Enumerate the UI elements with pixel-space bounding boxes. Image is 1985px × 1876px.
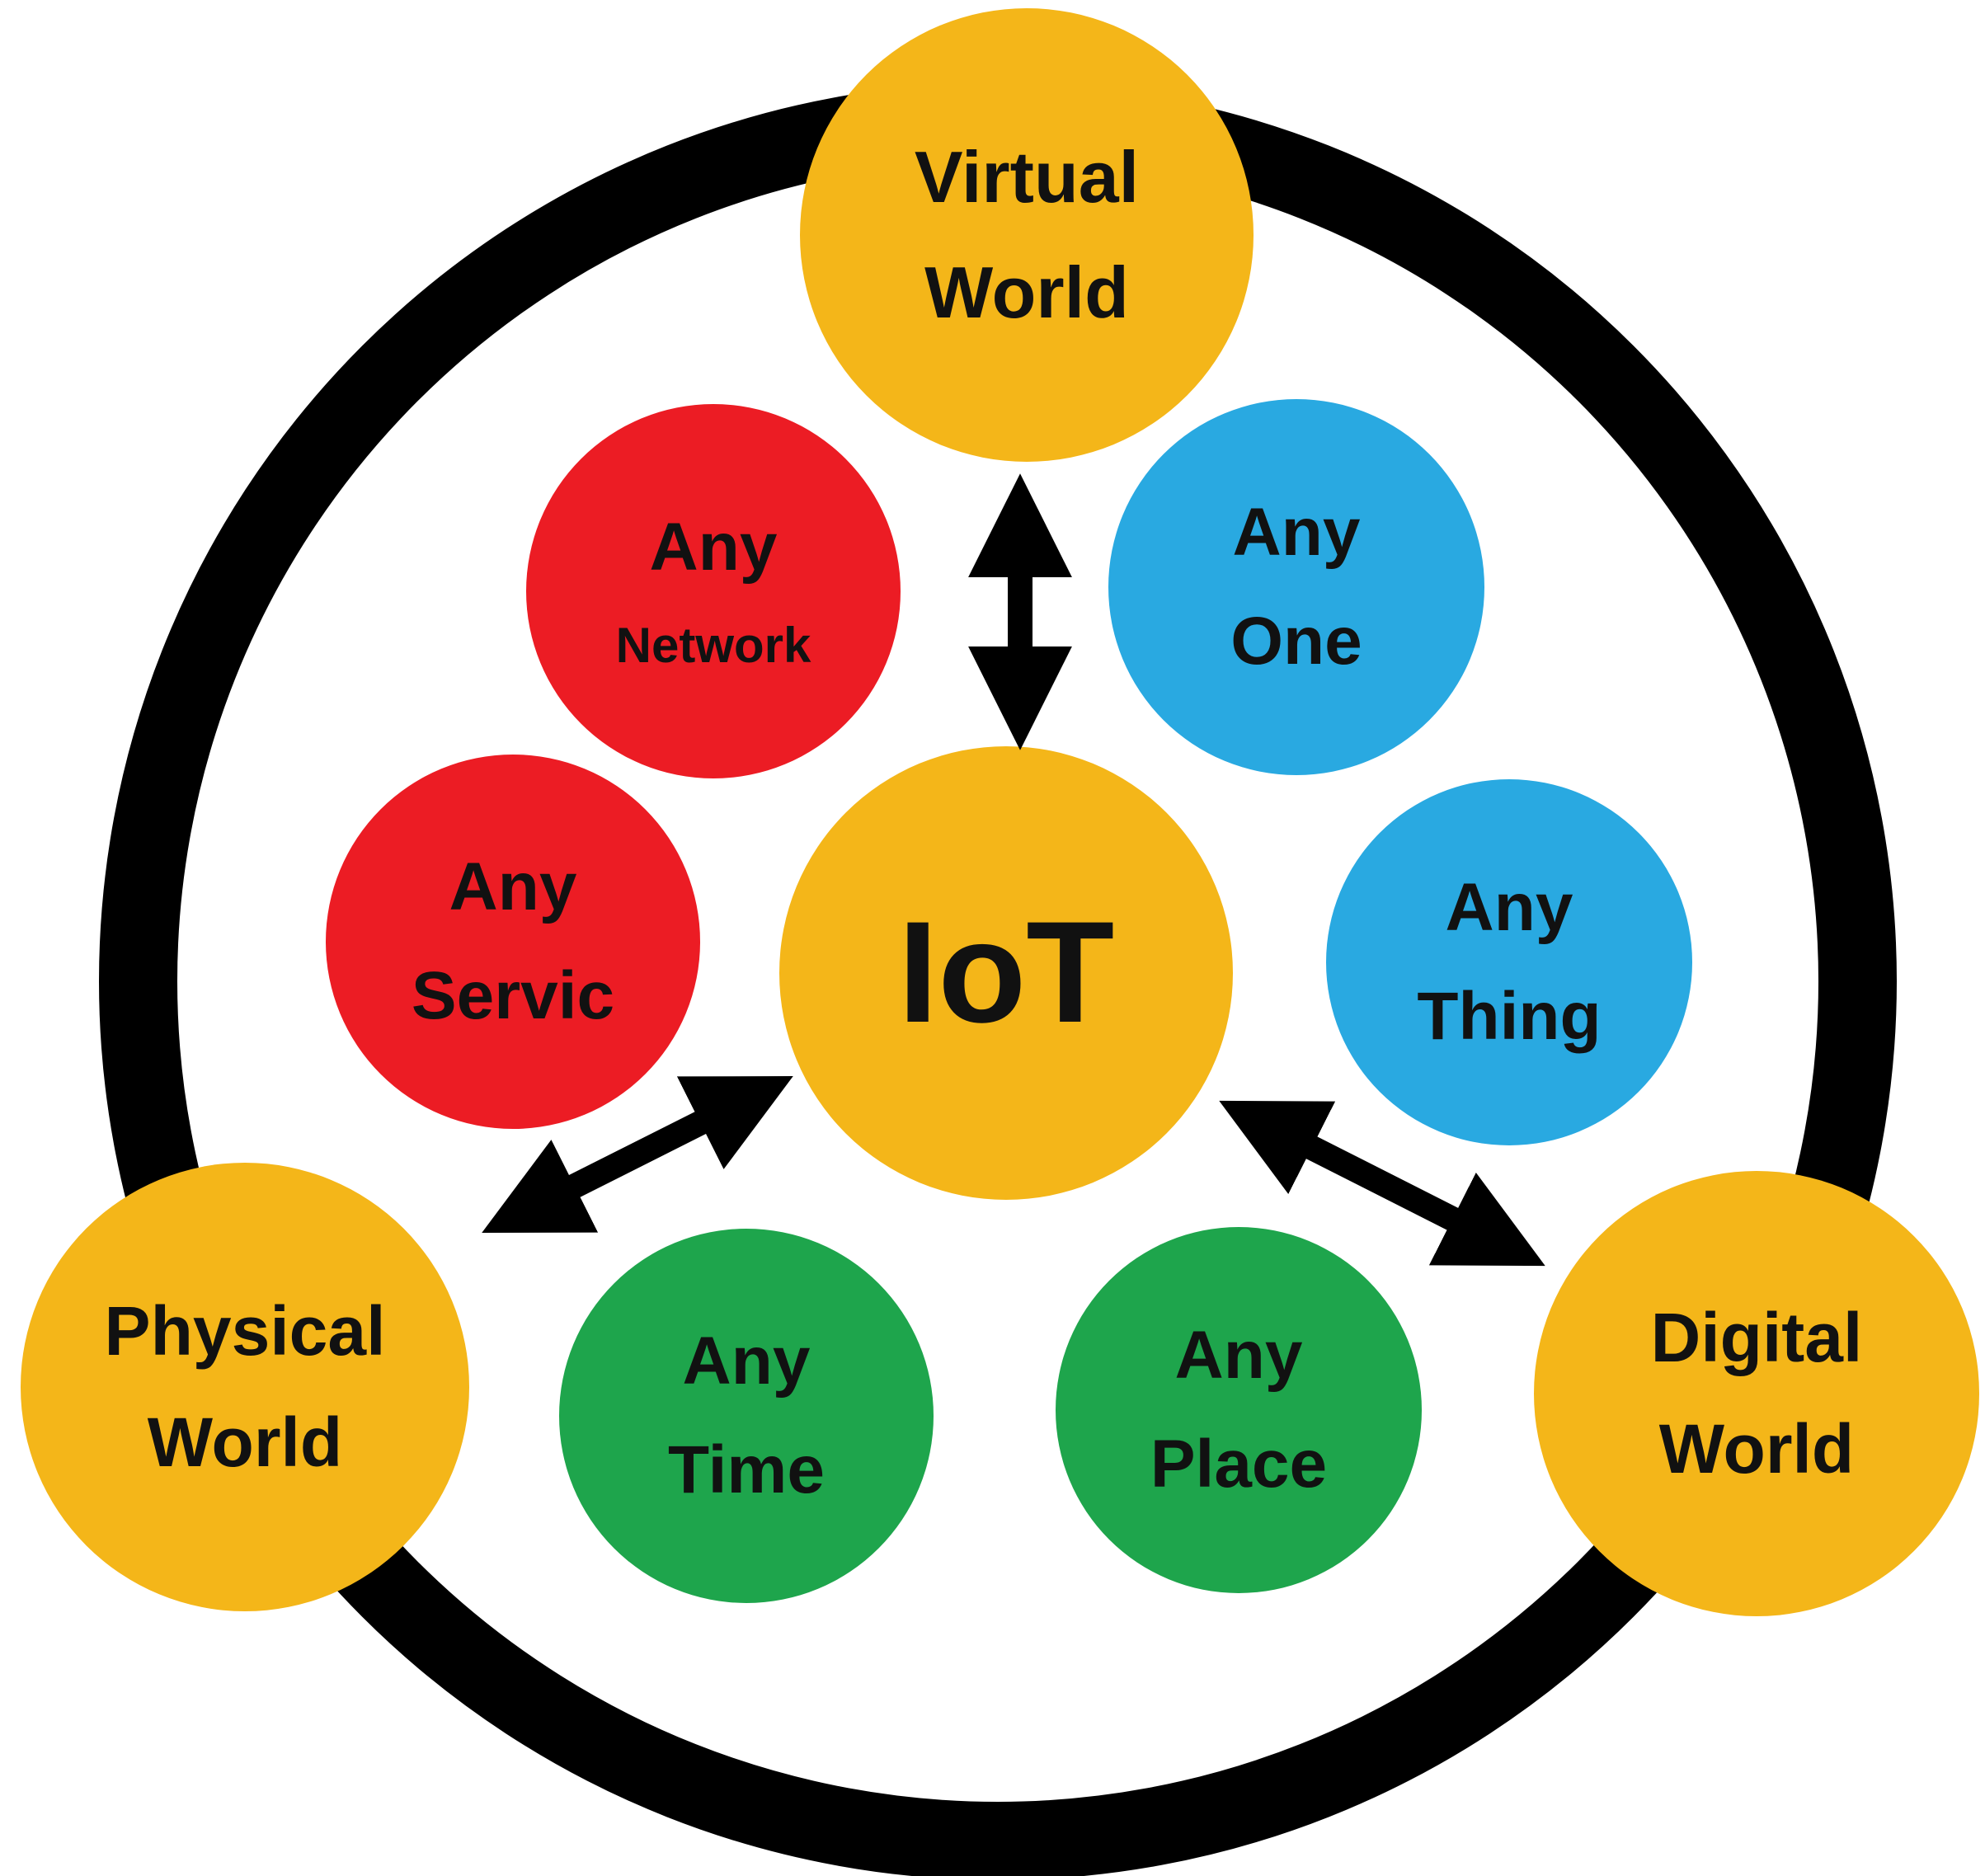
node-any-time: Any Time: [559, 1229, 934, 1603]
node-any-place-line2: Place: [1150, 1427, 1328, 1502]
node-any-thing-line1: Any: [1445, 869, 1573, 945]
node-iot-label: IoT: [897, 892, 1115, 1053]
node-physical-world-line1: Physical: [104, 1292, 386, 1371]
node-any-servic-line2: Servic: [411, 958, 615, 1033]
node-digital-world-line2: World: [1658, 1410, 1855, 1488]
node-physical-world-line2: World: [147, 1403, 343, 1481]
node-virtual-world: Virtual World: [800, 8, 1254, 462]
node-digital-world-line1: Digital: [1650, 1299, 1863, 1377]
node-any-network: Any Network: [526, 404, 901, 778]
node-physical-world: Physical World: [21, 1163, 469, 1611]
node-any-time-line1: Any: [682, 1323, 811, 1399]
node-any-place-line1: Any: [1174, 1317, 1303, 1393]
node-iot-center: IoT: [779, 746, 1233, 1200]
node-any-thing-line2: Thing: [1417, 979, 1602, 1054]
node-digital-world: Digital World: [1534, 1171, 1979, 1616]
node-any-thing: Any Thing: [1326, 779, 1692, 1145]
node-any-one: Any One: [1108, 399, 1484, 775]
node-any-servic-line1: Any: [449, 849, 577, 924]
node-any-one-line2: One: [1230, 604, 1362, 679]
node-virtual-world-line2: World: [924, 252, 1129, 333]
node-any-network-line1: Any: [649, 509, 778, 585]
node-any-one-line1: Any: [1232, 494, 1361, 570]
node-any-network-line2: Network: [615, 618, 811, 674]
node-virtual-world-line1: Virtual: [914, 136, 1140, 219]
node-any-place: Any Place: [1056, 1227, 1422, 1593]
node-any-servic: Any Servic: [326, 755, 700, 1129]
node-any-time-line2: Time: [668, 1432, 825, 1507]
